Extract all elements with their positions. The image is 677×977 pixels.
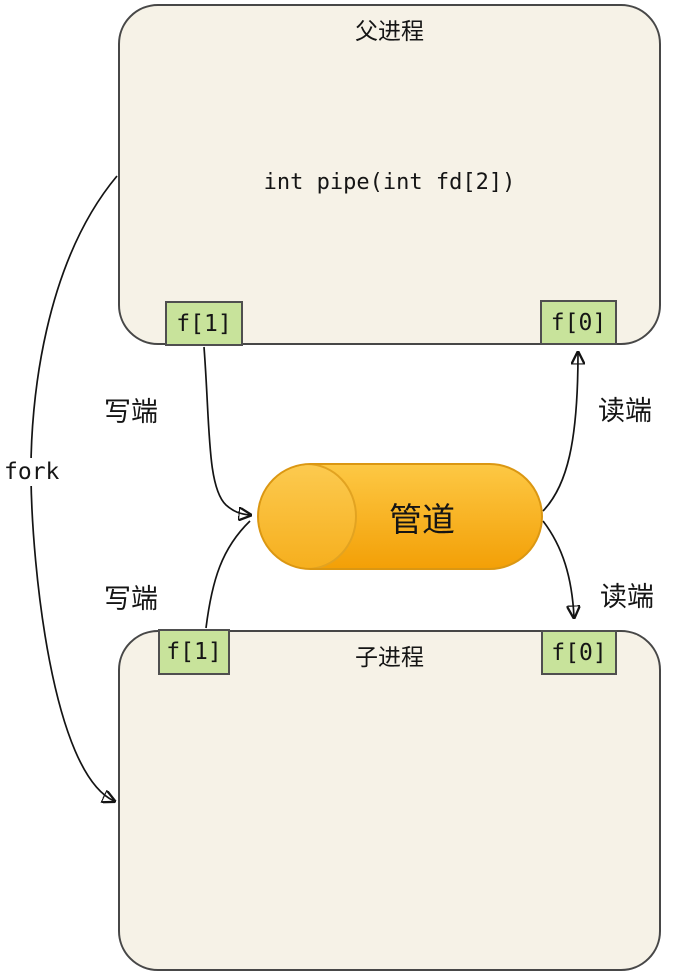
fork-label: fork xyxy=(2,458,62,486)
child-read-end-label: 读端 xyxy=(600,582,654,613)
parent-fd-read-tag: f[0] xyxy=(540,300,617,345)
parent-write-end-label: 写端 xyxy=(104,397,158,428)
fork-arrow xyxy=(30,175,117,801)
child-process-title: 子进程 xyxy=(355,645,424,671)
child-write-end-label: 写端 xyxy=(104,584,158,615)
pipe-syscall-code: int pipe(int fd[2]) xyxy=(263,170,516,195)
pipe-label: 管道 xyxy=(389,499,455,539)
parent-write-arrow xyxy=(203,346,250,515)
pipe-cylinder-cap xyxy=(259,465,357,568)
child-fd-read-tag: f[0] xyxy=(541,630,617,675)
parent-process-title: 父进程 xyxy=(355,19,424,45)
parent-read-arrow xyxy=(542,353,578,512)
parent-fd-write-tag: f[1] xyxy=(165,301,243,346)
child-write-arrow xyxy=(205,520,251,629)
parent-process-box: 父进程 int pipe(int fd[2]) xyxy=(118,4,661,345)
parent-read-end-label: 读端 xyxy=(598,396,652,427)
child-fd-write-tag: f[1] xyxy=(158,629,230,675)
child-process-box: 子进程 xyxy=(118,630,661,971)
child-read-arrow xyxy=(542,520,574,617)
pipe-cylinder: 管道 xyxy=(257,463,543,570)
